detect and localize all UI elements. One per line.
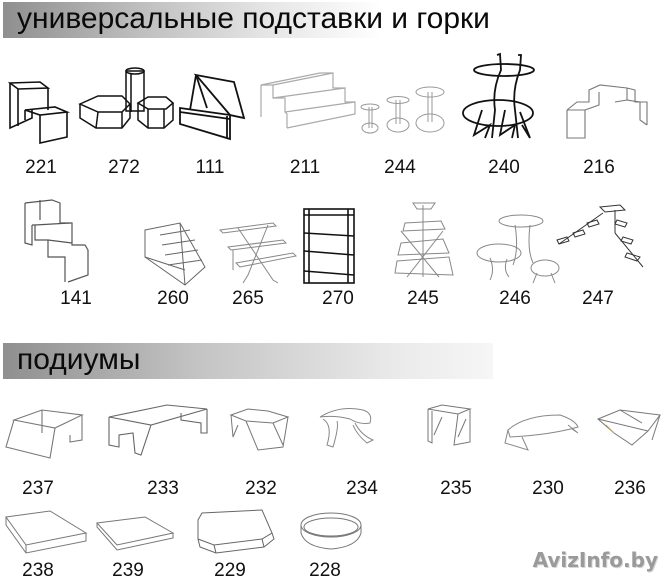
product-code: 237 [22, 478, 54, 499]
product-code: 260 [157, 288, 189, 309]
product-235[interactable]: 235 [420, 395, 490, 499]
product-code: 240 [488, 157, 520, 178]
watermark: AvizInfo.by [532, 548, 658, 572]
product-code: 247 [582, 288, 614, 309]
stepped-stand-2-tier-icon [7, 81, 71, 144]
product-code: 265 [232, 288, 264, 309]
product-code: 238 [22, 560, 54, 581]
section-title: универсальные подставки и горки [17, 2, 490, 35]
shelving-rack-icon [303, 208, 355, 284]
square-bevel-base-icon [5, 510, 88, 554]
wide-cutout-podium-icon [108, 404, 208, 456]
oval-podium-icon [504, 414, 579, 451]
3-step-riser-icon [260, 72, 356, 129]
product-247[interactable]: 247 [555, 195, 650, 315]
product-code: 272 [108, 157, 140, 178]
product-228[interactable]: 228 [295, 505, 385, 581]
product-265[interactable]: 265 [218, 195, 298, 315]
product-221[interactable]: 221 [0, 40, 80, 180]
product-229[interactable]: 229 [192, 505, 282, 581]
product-211[interactable]: 211 [255, 40, 356, 180]
double-stepped-riser-icon [566, 84, 648, 139]
bent-podium-icon [5, 409, 84, 459]
octagon-base-icon [197, 509, 275, 554]
product-code: 233 [147, 478, 179, 499]
folded-star-podium-icon [597, 409, 661, 446]
product-code: 235 [440, 478, 472, 499]
product-232[interactable]: 232 [228, 395, 303, 499]
corner-stairs-display-icon [556, 204, 644, 268]
product-code: 234 [346, 478, 378, 499]
product-230[interactable]: 230 [500, 395, 580, 499]
product-code: 236 [614, 478, 646, 499]
product-260[interactable]: 260 [140, 195, 215, 315]
product-234[interactable]: 234 [315, 395, 395, 499]
two-tier-round-stand-icon [462, 52, 535, 139]
product-236[interactable]: 236 [592, 395, 667, 499]
product-233[interactable]: 233 [105, 395, 215, 499]
section-header-universal-stands: универсальные подставки и горки [3, 2, 490, 38]
cube-podium-icon [427, 404, 472, 446]
product-code: 141 [60, 288, 92, 309]
section-title: подиумы [17, 343, 141, 376]
product-code: 111 [195, 157, 225, 178]
tiered-shelf-stand-icon [218, 222, 298, 284]
mushroom-table-set-icon [476, 214, 560, 284]
product-code: 221 [25, 157, 57, 178]
stepped-box-display-icon [144, 222, 206, 286]
product-code: 228 [309, 560, 341, 581]
product-code: 229 [214, 560, 246, 581]
product-244[interactable]: 244 [355, 40, 450, 180]
round-base-icon [300, 512, 362, 550]
product-238[interactable]: 238 [0, 505, 90, 581]
product-111[interactable]: 111 [172, 40, 252, 180]
product-code: 211 [289, 157, 321, 178]
product-216[interactable]: 216 [555, 40, 655, 180]
product-code: 232 [245, 478, 277, 499]
product-code: 230 [532, 478, 564, 499]
curved-podium-icon [319, 408, 375, 448]
product-code: 246 [499, 288, 531, 309]
product-240[interactable]: 240 [460, 40, 550, 180]
product-272[interactable]: 272 [78, 40, 178, 180]
product-246[interactable]: 246 [475, 195, 565, 315]
tiered-tower-stand-icon [394, 202, 454, 278]
3-step-stairs-icon [24, 199, 89, 283]
product-245[interactable]: 245 [393, 195, 454, 315]
product-141[interactable]: 141 [10, 195, 100, 315]
round-pedestal-set-icon [360, 86, 445, 134]
product-270[interactable]: 270 [302, 195, 362, 315]
product-code: 216 [583, 157, 615, 178]
product-code: 239 [112, 560, 144, 581]
hexagon-pedestal-set-icon [78, 67, 175, 129]
square-flat-base-icon [95, 516, 175, 551]
section-header-podiums: подиумы [3, 343, 493, 379]
product-code: 270 [322, 288, 354, 309]
a-frame-card-holder-icon [179, 73, 246, 141]
product-code: 245 [407, 288, 439, 309]
product-237[interactable]: 237 [0, 395, 90, 499]
hexagon-podium-icon [229, 408, 290, 451]
product-code: 244 [384, 157, 416, 178]
product-239[interactable]: 239 [95, 505, 185, 581]
